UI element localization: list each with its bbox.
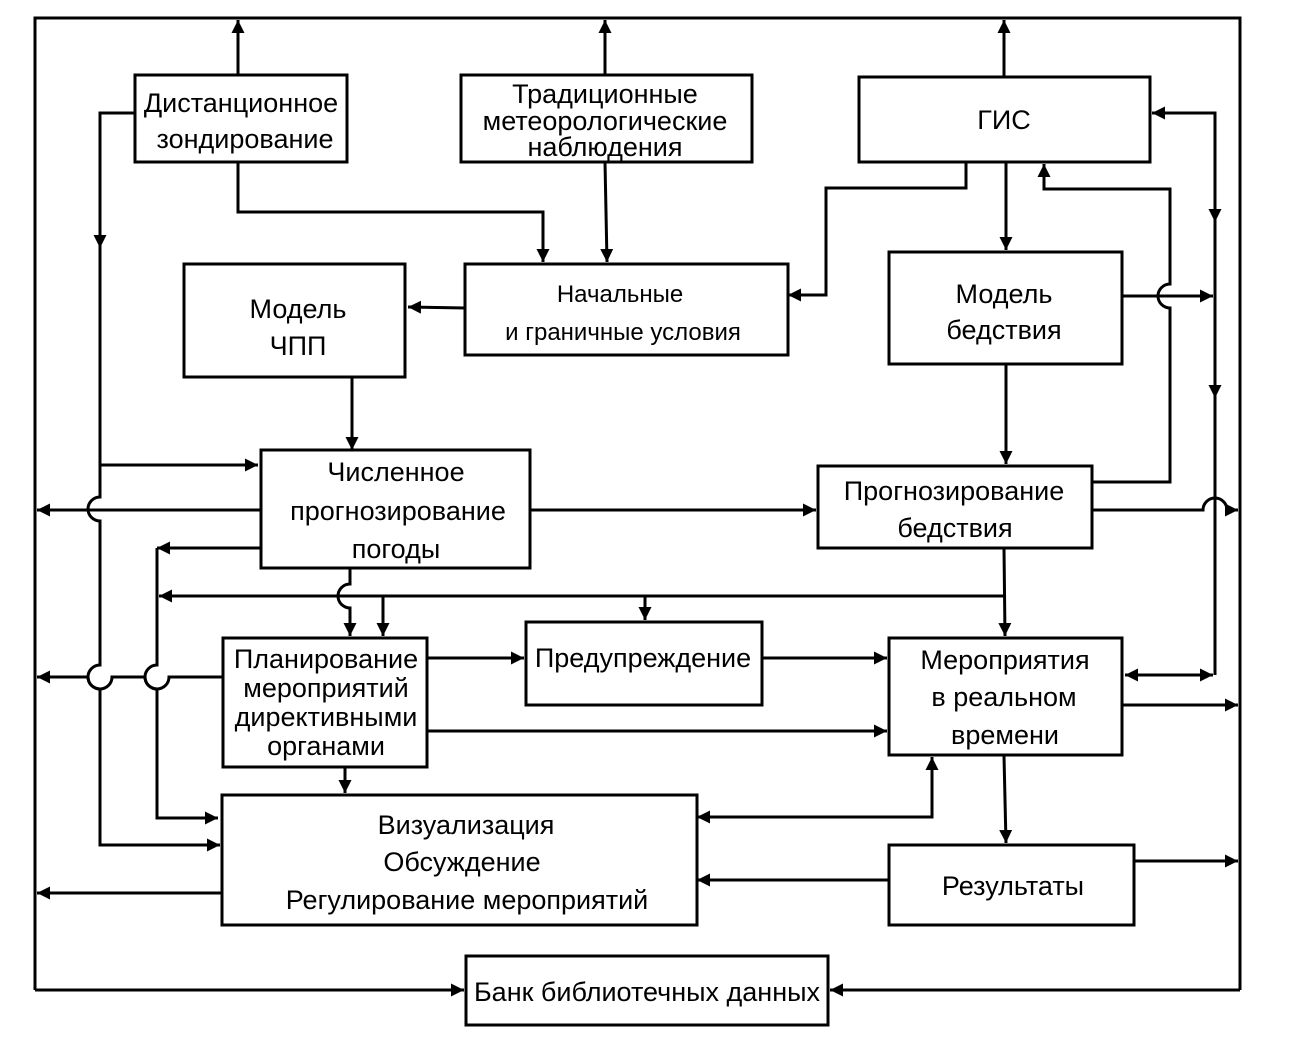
edge-right-bus-to-gis	[1152, 106, 1217, 675]
node-nwp[interactable]: Численное прогнозирование погоды	[259, 448, 532, 570]
node-label-line: метеорологические	[483, 106, 728, 136]
node-label-line: времени	[951, 720, 1059, 750]
node-label-line: Регулирование мероприятий	[286, 885, 649, 915]
node-label-line: директивными	[235, 702, 418, 732]
node-label-line: Модель	[956, 279, 1053, 309]
node-label-line: и граничные условия	[505, 319, 741, 346]
edge-realtime-visualization	[697, 757, 939, 824]
node-disaster-forecast[interactable]: Прогнозирование бедствия	[816, 464, 1094, 550]
node-label-line: Предупреждение	[535, 643, 751, 673]
node-label-line: в реальном	[931, 682, 1076, 712]
edge-planning-to-bus	[37, 670, 222, 691]
data-bank-bus	[33, 16, 1242, 997]
node-label-line: Начальные	[557, 281, 683, 308]
edge-remote-sensing-to-initial	[236, 162, 550, 262]
node-label-line: Мероприятия	[920, 645, 1089, 675]
edge-initial-to-nwp-model	[407, 300, 466, 314]
node-label-line: Результаты	[942, 871, 1084, 901]
edge-forecast-to-bus	[1092, 496, 1238, 517]
node-label-line: Дистанционное	[144, 88, 338, 118]
node-label-line: бедствия	[897, 513, 1012, 543]
node-label-line: наблюдения	[528, 132, 683, 162]
node-warning[interactable]: Предупреждение	[524, 620, 764, 707]
node-label-line: погоды	[352, 534, 440, 564]
edge-forecast-to-realtime	[998, 547, 1012, 637]
edge-traditional-to-initial	[600, 161, 614, 263]
node-label-line: Банк библиотечных данных	[474, 977, 821, 1007]
node-label-line: ГИС	[977, 105, 1031, 135]
node-gis[interactable]: ГИС	[857, 75, 1152, 164]
node-label-line: Визуализация	[378, 810, 555, 840]
node-label-line: бедствия	[946, 315, 1061, 345]
node-disaster-model[interactable]: Модель бедствия	[887, 250, 1124, 366]
node-label-line: Численное	[327, 457, 464, 487]
node-label-line: ЧПП	[270, 331, 327, 361]
edge-remote-sensing-left	[86, 111, 220, 852]
node-label-line: прогнозирование	[290, 496, 506, 526]
node-initial-conditions[interactable]: Начальные и граничные условия	[463, 262, 790, 357]
edge-realtime-to-results	[999, 755, 1013, 844]
node-data-bank[interactable]: Банк библиотечных данных	[464, 954, 830, 1027]
node-visualization[interactable]: Визуализация Обсуждение Регулирование ме…	[220, 793, 699, 927]
node-label-line: Традиционные	[512, 79, 698, 109]
node-label-line: Модель	[250, 294, 347, 324]
edge-nwp-to-planning	[336, 568, 357, 636]
left-vertical-2	[143, 548, 218, 825]
node-traditional-observations[interactable]: Традиционные метеорологические наблюдени…	[459, 73, 754, 164]
node-label-line: Планирование	[234, 644, 418, 674]
node-label-line: Прогнозирование	[844, 476, 1064, 506]
node-label-line: зондирование	[157, 124, 334, 154]
node-label-line: Обсуждение	[383, 847, 540, 877]
node-label-line: мероприятий	[243, 673, 408, 703]
node-results[interactable]: Результаты	[887, 843, 1136, 927]
node-nwp-model[interactable]: Модель ЧПП	[182, 262, 407, 379]
node-planning[interactable]: Планирование мероприятий директивными ор…	[221, 636, 429, 769]
node-remote-sensing[interactable]: Дистанционное зондирование	[133, 73, 349, 164]
edge-gis-to-initial	[788, 162, 968, 302]
node-realtime-actions[interactable]: Мероприятия в реальном времени	[887, 636, 1124, 757]
node-label-line: органами	[267, 731, 385, 761]
